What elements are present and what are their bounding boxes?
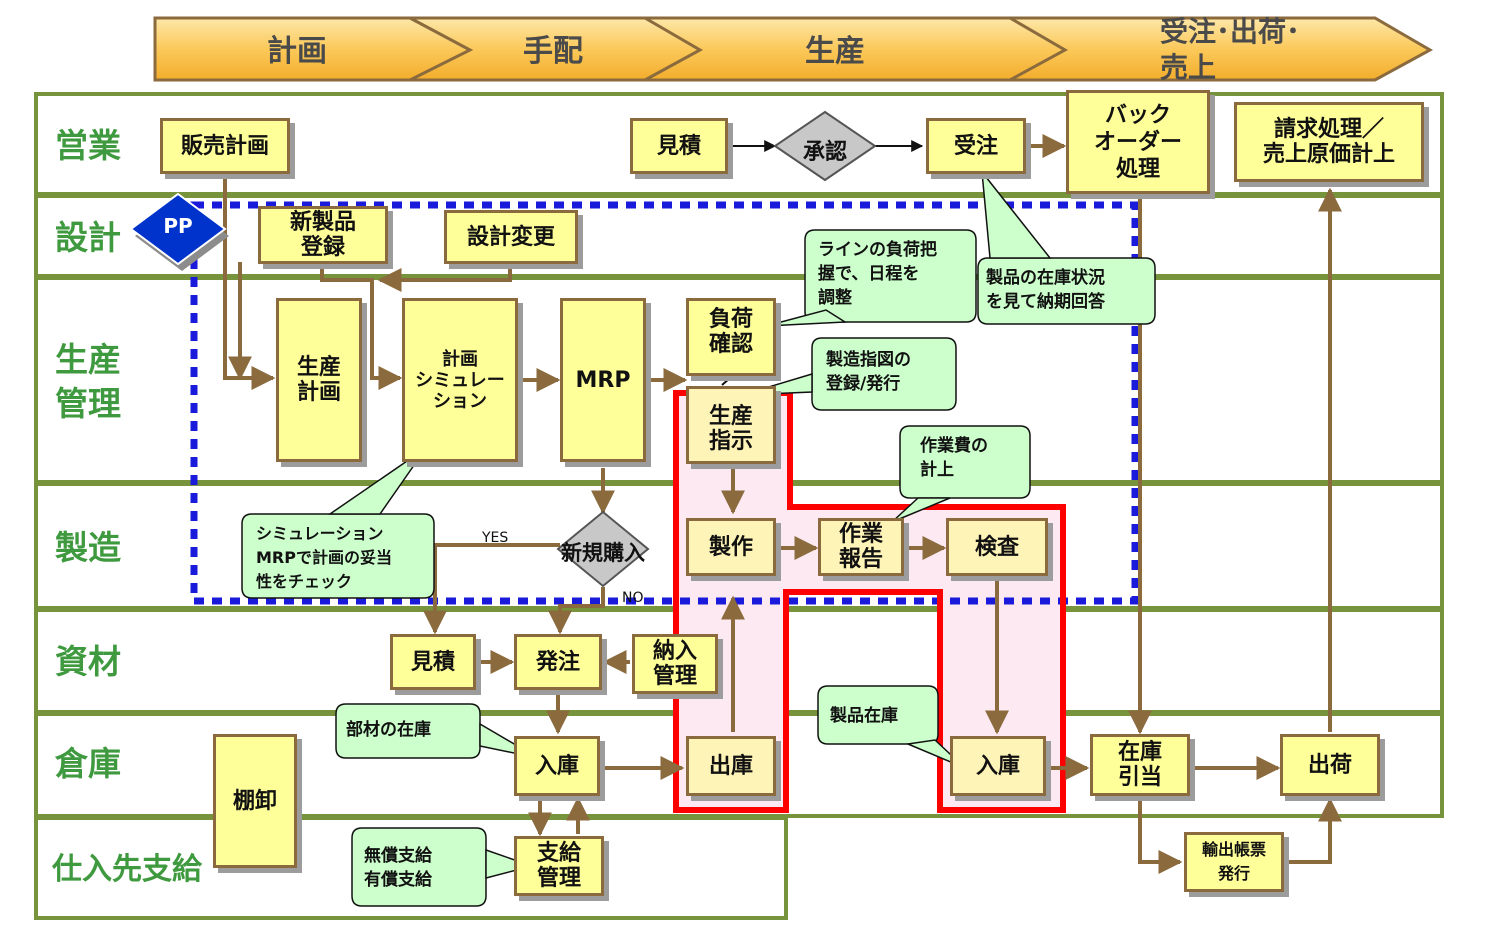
branch-no-label: NO <box>622 590 644 606</box>
box-inspection[interactable]: 検査 <box>946 518 1048 576</box>
box-stocktaking[interactable]: 棚卸 <box>213 734 297 868</box>
callout-simulation-check: シミュレーション MRPで計画の妥当 性をチェック <box>256 524 392 591</box>
box-sales-estimate[interactable]: 見積 <box>630 118 728 174</box>
approval-label: 承認 <box>802 140 847 165</box>
pp-dashed-frame <box>190 201 1139 605</box>
flow-arrows <box>223 134 1342 874</box>
box-new-product[interactable]: 新製品 登録 <box>258 206 388 264</box>
callout-manufacturing-order: 製造指図の 登録/発行 <box>826 350 911 394</box>
lane-design: 設計 <box>55 218 121 257</box>
callout-line-load: ラインの負荷把 握で、日程を 調整 <box>818 240 937 308</box>
lane-sales: 営業 <box>55 126 121 165</box>
box-billing[interactable]: 請求処理／ 売上原価計上 <box>1234 102 1424 182</box>
highlight-outline <box>673 390 1066 813</box>
box-order-received[interactable]: 受注 <box>926 118 1026 174</box>
lane-manufacturing: 製造 <box>55 528 121 567</box>
box-sales-plan[interactable]: 販売計画 <box>160 118 290 174</box>
box-material-estimate[interactable]: 見積 <box>390 634 476 690</box>
branch-yes-label: YES <box>482 530 509 546</box>
callout-parts-stock: 部材の在庫 <box>346 720 431 740</box>
phase-order-ship-sales: 受注･出荷･ 売上 <box>1160 15 1301 84</box>
box-parts-receiving[interactable]: 入庫 <box>514 736 600 796</box>
pp-badge-label: PP <box>163 214 193 238</box>
pp-badge <box>129 192 227 266</box>
callout-work-cost: 作業費の 計上 <box>920 436 988 480</box>
new-purchase-diamond <box>556 510 650 588</box>
new-purchase-label: 新規購入 <box>561 541 645 565</box>
box-production-order[interactable]: 生産 指示 <box>686 386 776 464</box>
phase-arrange: 手配 <box>523 34 583 69</box>
box-stock-allocation[interactable]: 在庫 引当 <box>1090 734 1190 796</box>
lane-materials: 資材 <box>55 642 121 681</box>
phase-production: 生産 <box>805 34 865 69</box>
box-purchase-order[interactable]: 発注 <box>514 634 602 690</box>
lane-supplier-supply: 仕入先支給 <box>52 852 202 887</box>
box-shipping[interactable]: 出荷 <box>1280 734 1380 796</box>
box-mrp[interactable]: MRP <box>560 298 646 462</box>
box-production-plan[interactable]: 生産 計画 <box>276 298 362 462</box>
lane-production-control: 生産 管理 <box>55 340 121 423</box>
box-fabrication[interactable]: 製作 <box>686 518 776 576</box>
box-back-order[interactable]: バック オーダー 処理 <box>1066 90 1210 194</box>
box-delivery-management[interactable]: 納入 管理 <box>632 634 718 694</box>
phase-plan: 計画 <box>267 34 327 69</box>
lane-warehouse: 倉庫 <box>55 744 121 783</box>
box-load-check[interactable]: 負荷 確認 <box>686 298 776 376</box>
phase-banner <box>153 16 1434 82</box>
box-issue[interactable]: 出庫 <box>686 736 776 796</box>
box-work-report[interactable]: 作業 報告 <box>818 518 904 576</box>
highlight-fill <box>676 393 1063 810</box>
box-product-receiving[interactable]: 入庫 <box>950 736 1046 796</box>
callout-product-stock: 製品在庫 <box>830 706 898 726</box>
approval-diamond <box>773 110 877 182</box>
callout-supply-types: 無償支給 有償支給 <box>364 846 432 890</box>
callout-product-stock-check: 製品の在庫状況 を見て納期回答 <box>986 268 1105 312</box>
box-plan-simulation[interactable]: 計画 シミュレー ション <box>402 298 518 462</box>
callout-shapes <box>241 169 1156 907</box>
box-supply-management[interactable]: 支給 管理 <box>514 836 604 896</box>
box-export-documents[interactable]: 輸出帳票 発行 <box>1184 832 1284 892</box>
box-design-change[interactable]: 設計変更 <box>444 210 578 264</box>
